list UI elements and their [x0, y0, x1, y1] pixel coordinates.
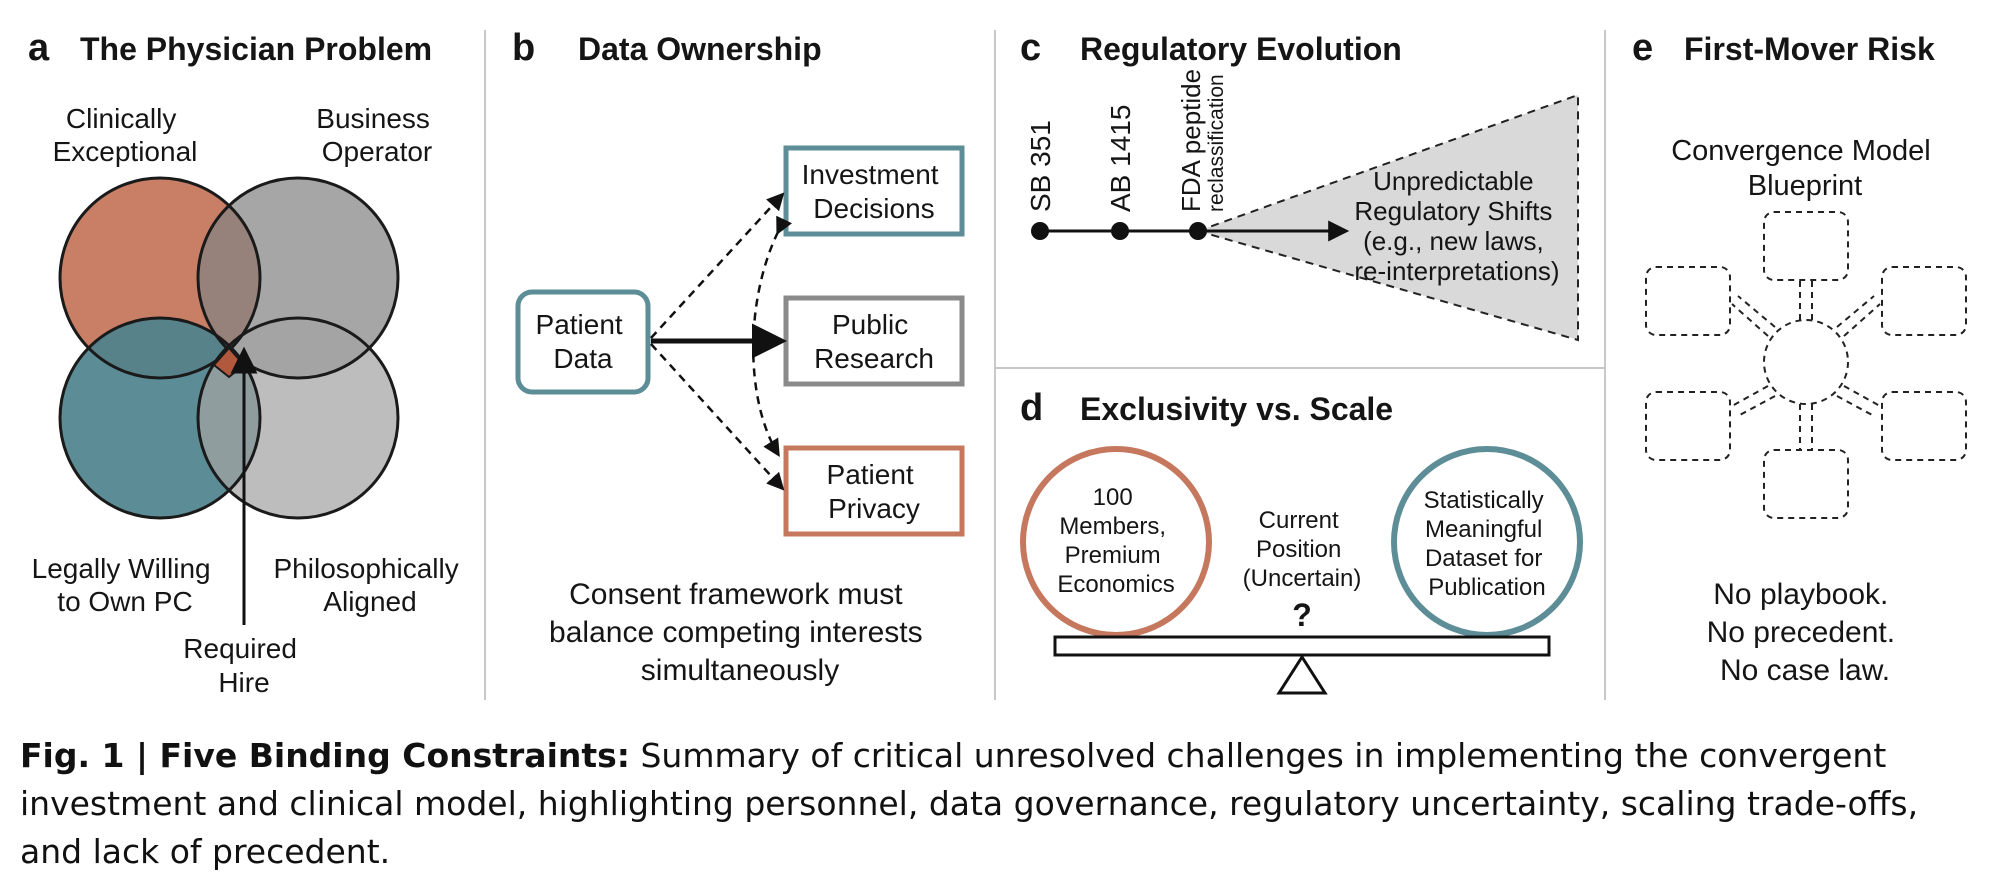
public-research-box — [783, 295, 965, 387]
figure-canvas: a The Physician Problem Clinically Excep… — [28, 27, 1967, 700]
balance-beam — [1053, 635, 1551, 657]
timeline-label-ab1415: AB 1415 — [1105, 105, 1136, 212]
current-position-label: Current Position (Uncertain) — [1243, 507, 1362, 592]
blueprint-diagram — [1645, 211, 1967, 519]
venn-diagram — [58, 176, 400, 520]
investment-decisions-label: Investment Decisions — [802, 159, 947, 224]
venn-label-legally-willing: Legally Willing to Own PC — [32, 553, 219, 617]
balance-fulcrum — [1276, 654, 1328, 695]
timeline-point-ab1415 — [1111, 222, 1129, 240]
timeline-label-fda: FDA peptide — [1176, 69, 1206, 212]
panel-c: c Regulatory Evolution Unpredictable Reg… — [1020, 27, 1579, 342]
exclusivity-circle — [1020, 446, 1212, 638]
public-research-label: Public Research — [814, 309, 934, 374]
patient-data-label: Patient Data — [536, 309, 631, 374]
uncertainty-cone — [1194, 93, 1579, 342]
panel-a-letter: a — [28, 27, 50, 69]
consent-framework-note: Consent framework must balance competing… — [549, 578, 931, 687]
patient-privacy-label: Patient Privacy — [827, 459, 922, 524]
panel-c-letter: c — [1020, 27, 1041, 69]
blueprint-node — [1881, 266, 1967, 336]
no-precedent-note: No playbook. No precedent. No case law. — [1707, 578, 1904, 687]
data-flow-arrows — [650, 192, 792, 491]
timeline-point-fda — [1189, 222, 1207, 240]
panel-c-title: Regulatory Evolution — [1080, 31, 1402, 67]
blueprint-title: Convergence Model Blueprint — [1671, 135, 1939, 202]
scale-circle — [1391, 446, 1583, 638]
blueprint-hub — [1763, 319, 1849, 405]
panel-d: d Exclusivity vs. Scale 100 Members, Pre… — [1020, 387, 1583, 695]
panel-b-title: Data Ownership — [578, 31, 822, 67]
scale-label: Statistically Meaningful Dataset for Pub… — [1424, 487, 1551, 601]
panel-b: b Data Ownership Patient Data Investment… — [512, 27, 965, 687]
patient-data-box — [515, 289, 651, 395]
blueprint-node — [1881, 391, 1967, 461]
panel-a: a The Physician Problem Clinically Excep… — [28, 27, 467, 698]
blueprint-node — [1645, 391, 1731, 461]
panel-d-title: Exclusivity vs. Scale — [1080, 391, 1393, 427]
exclusivity-label: 100 Members, Premium Economics — [1057, 484, 1174, 598]
figure-caption: Fig. 1 | Five Binding Constraints: Summa… — [20, 732, 1980, 876]
panel-dividers — [484, 30, 1606, 700]
timeline-label-fda-sub: reclassification — [1205, 74, 1228, 212]
blueprint-node — [1763, 211, 1849, 281]
panel-d-letter: d — [1020, 387, 1043, 429]
required-hire-label: Required Hire — [183, 633, 304, 698]
blueprint-connectors — [1731, 280, 1881, 450]
caption-text: Summary of critical unresolved challenge… — [20, 736, 1919, 871]
investment-decisions-box — [783, 145, 965, 237]
venn-label-business-operator: Business Operator — [316, 103, 437, 167]
blueprint-node — [1645, 266, 1731, 336]
timeline-point-sb351 — [1031, 222, 1049, 240]
uncertainty-cone-label: Unpredictable Regulatory Shifts (e.g., n… — [1354, 166, 1559, 286]
patient-privacy-box — [783, 445, 965, 537]
panel-e-letter: e — [1632, 27, 1653, 69]
panel-b-letter: b — [512, 27, 535, 69]
uncertain-question-mark: ? — [1292, 597, 1312, 633]
timeline-label-sb351: SB 351 — [1025, 120, 1056, 212]
panel-e: e First-Mover Risk Convergence Model Blu… — [1632, 27, 1967, 687]
panel-e-title: First-Mover Risk — [1684, 31, 1935, 67]
caption-lead: Fig. 1 | Five Binding Constraints: — [20, 736, 630, 775]
venn-label-philosophically-aligned: Philosophically Aligned — [274, 553, 467, 617]
panel-a-title: The Physician Problem — [80, 31, 432, 67]
venn-label-clinically-exceptional: Clinically Exceptional — [53, 103, 198, 167]
blueprint-node — [1763, 449, 1849, 519]
